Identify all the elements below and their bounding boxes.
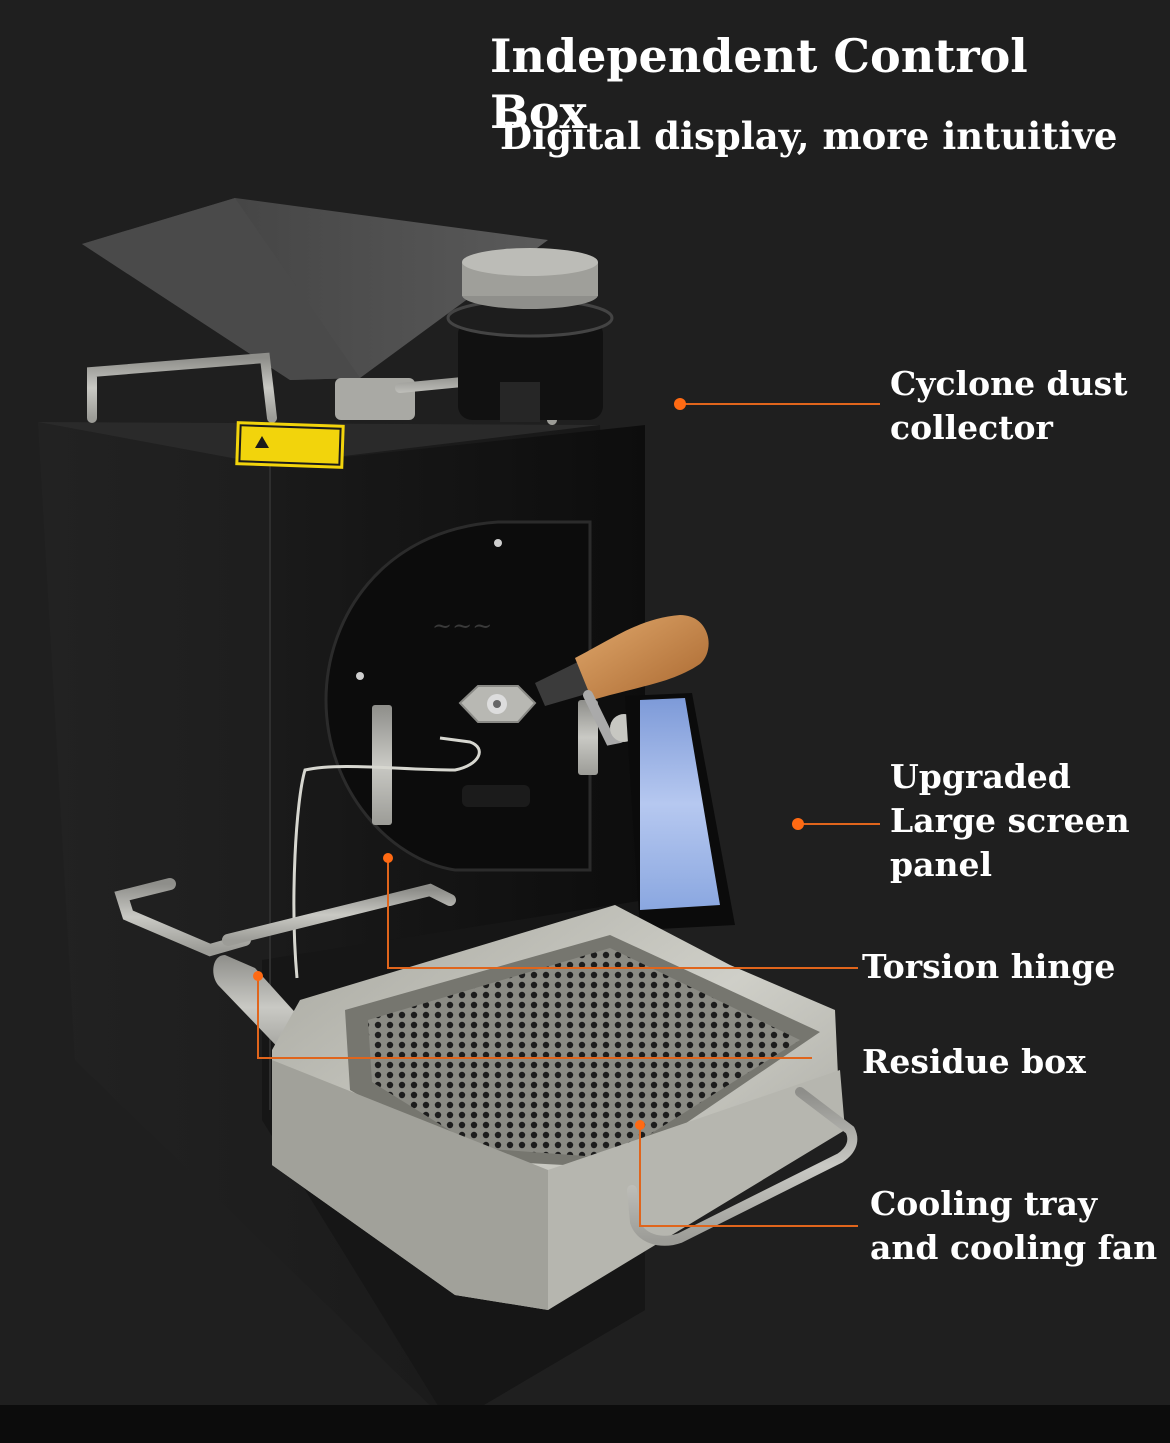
page-subtitle: Digital display, more intuitive [500, 114, 1118, 158]
pivot-plate [458, 685, 537, 723]
svg-text:~~~: ~~~ [432, 612, 492, 640]
page-title: Independent Control Box [490, 29, 1028, 139]
thermo-wire [292, 736, 481, 979]
callout-dots [253, 398, 804, 1130]
label-large-screen-panel: Upgraded Large screen panel [890, 757, 1130, 884]
cooling-tray [272, 905, 845, 1310]
door-brackets [372, 700, 598, 825]
hopper [82, 198, 548, 420]
label-torsion-hinge: Torsion hinge [862, 947, 1116, 986]
warning-label [235, 421, 345, 469]
control-screen [625, 693, 735, 930]
label-cyclone-dust-collector: Cyclone dust collector [890, 364, 1128, 447]
label-cooling-tray-fan: Cooling tray and cooling fan [870, 1184, 1158, 1267]
front-handle [114, 878, 456, 957]
cyclone-collector [446, 248, 614, 422]
label-residue-box: Residue box [862, 1042, 1086, 1081]
callout-lines [257, 403, 880, 1227]
bottom-bar [0, 1405, 1170, 1443]
tray-handle [627, 1087, 858, 1246]
